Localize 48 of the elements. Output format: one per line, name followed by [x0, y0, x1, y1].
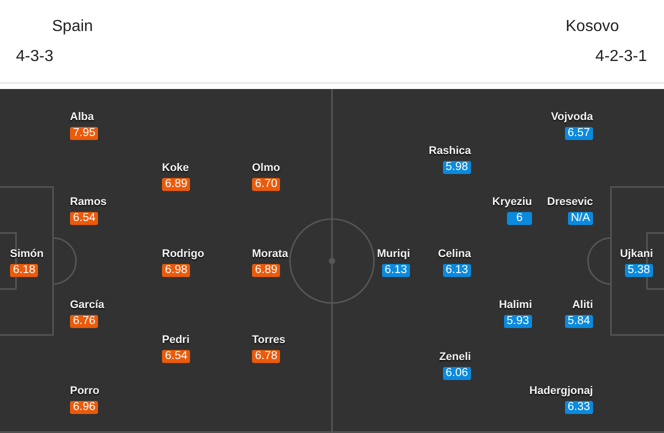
player-name: Torres	[252, 333, 286, 347]
rating-badge: 6.78	[252, 350, 280, 363]
rating-badge: 6.54	[162, 350, 190, 363]
rating-badge: 5.84	[564, 315, 593, 328]
player-name: Olmo	[252, 161, 280, 175]
rating-badge: 6.89	[162, 178, 190, 191]
rating-badge: 6.70	[252, 178, 280, 191]
player-name: García	[70, 298, 104, 312]
player-name: Kryeziu	[492, 195, 532, 209]
team-name: Spain	[52, 18, 93, 36]
formation-text: 4-2-3-1	[595, 48, 647, 66]
player-name: Hadergjonaj	[529, 384, 593, 398]
rating-badge: 6.33	[564, 401, 593, 414]
rating-badge: 6.13	[442, 264, 471, 277]
player-name: Rashica	[428, 144, 471, 158]
rating-badge: 6.06	[442, 367, 471, 380]
player-name: Aliti	[572, 298, 593, 312]
player-name: Simón	[10, 247, 44, 261]
player-name: Koke	[162, 161, 189, 175]
player-name: Vojvoda	[551, 110, 593, 124]
rating-badge: 6.96	[70, 401, 98, 414]
rating-badge: 6.57	[564, 127, 593, 140]
rating-badge: 7.95	[70, 127, 98, 140]
team-name: Kosovo	[566, 18, 619, 36]
rating-badge: 5.38	[624, 264, 653, 277]
player-name: Pedri	[162, 333, 190, 347]
player-name: Morata	[252, 247, 288, 261]
player-name: Porro	[70, 384, 100, 398]
player-name: Zeneli	[439, 350, 471, 364]
player-name: Rodrigo	[162, 247, 204, 261]
player-name: Dresevic	[547, 195, 593, 209]
rating-badge: N/A	[568, 212, 593, 225]
rating-badge: 5.93	[504, 315, 532, 328]
player-name: Celina	[438, 247, 471, 261]
player-name: Halimi	[498, 298, 532, 312]
rating-badge: 6.13	[382, 264, 410, 277]
player-name: Muriqi	[377, 247, 410, 261]
rating-badge: 6.18	[10, 264, 38, 277]
rating-badge: 6.76	[70, 315, 98, 328]
rating-badge: 6.89	[252, 264, 280, 277]
rating-badge: 6	[507, 212, 532, 225]
player-name: Ramos	[70, 195, 107, 209]
formation-text: 4-3-3	[16, 48, 54, 66]
rating-badge: 6.98	[162, 264, 190, 277]
player-name: Ujkani	[620, 247, 653, 261]
rating-badge: 6.54	[70, 212, 98, 225]
rating-badge: 5.98	[442, 161, 471, 174]
player-name: Alba	[70, 110, 94, 124]
